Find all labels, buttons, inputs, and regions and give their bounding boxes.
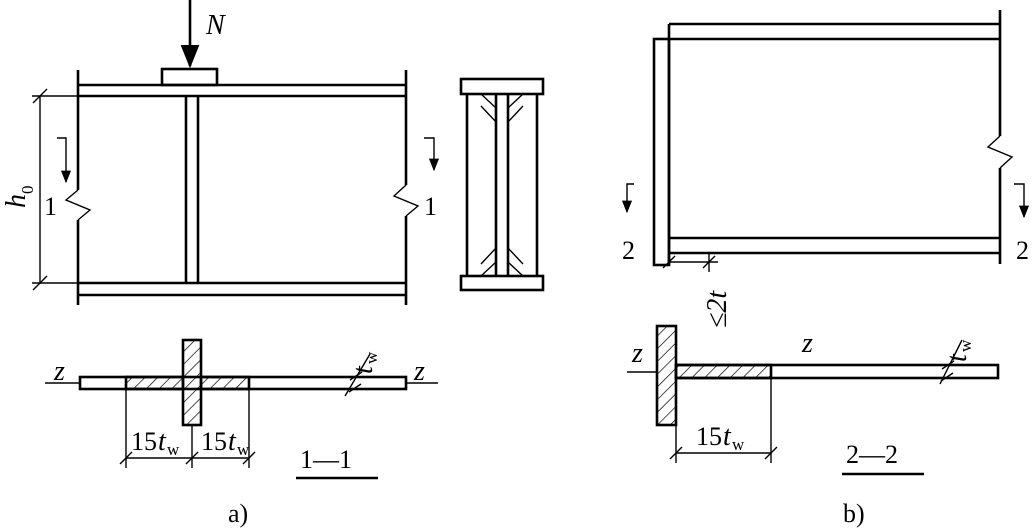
b-section-mark-left [621,183,634,214]
h0-label: h [1,194,32,208]
section-top-flange [459,77,545,96]
section-title-1-1: 1—1 [300,445,352,474]
load-label: N [205,10,226,41]
tw-tick-bottom [348,383,362,393]
b-dim-t: t [723,421,732,452]
dim-left-coef: 15 [131,427,157,456]
h0-tick-top [32,88,48,104]
b-dim-sub: w [732,435,745,454]
b-axis-z-mid-label: z [801,328,813,359]
figure-b-elevation: 2 2 ≤2t [621,10,1030,328]
dim-tick-right [242,451,256,465]
tw-tick-top [349,371,363,381]
b-section-mark-right-label: 2 [1016,236,1029,265]
h0-tick-bottom [32,275,48,291]
b-break-line-right [986,135,1014,169]
stiffener-section [181,338,203,427]
tw-label: t [348,365,379,374]
section-chamfer-tr [507,93,524,124]
dim-right-coef: 15 [201,427,227,456]
b-dim-coef: 15 [696,422,722,451]
dim-left-t: t [158,426,167,457]
section-mark-right [424,137,440,172]
section-mark-left-label: 1 [44,192,57,221]
b-section-mark-right [1014,183,1030,219]
b-limit-label: ≤2t [702,290,733,328]
b-axis-z-left-label: z [631,338,643,369]
figure-a-section-1-1: z z t w 15 t w 15 t w 1—1 [45,338,438,480]
section-chamfer-tl [480,93,497,124]
dim-tick-left [119,451,133,465]
b-tw-subscript: w [956,339,975,352]
b-limit-tick-b [662,255,676,269]
b-dim-tick-right [764,446,778,460]
h0-subscript: 0 [18,186,37,195]
caption-a: a) [228,499,248,528]
axis-z-left-label: z [53,356,65,387]
section-mark-right-label: 1 [424,192,437,221]
figure-a-elevation: N h 0 1 1 [1,0,440,305]
bearing-plate [160,67,219,87]
dim-right-sub: w [237,440,250,459]
b-tw-tick-bottom [940,372,954,382]
section-title-2-2: 2—2 [846,440,898,469]
effective-web-right [199,375,251,391]
b-section-mark-left-label: 2 [622,236,635,265]
dim-right-t: t [228,426,237,457]
b-limit-tick-a [702,255,716,269]
effective-web-left [124,375,185,391]
b-end-stiffener [652,37,671,267]
section-bottom-flange [459,274,545,292]
caption-b: b) [843,499,865,528]
section-chamfer-bl [480,246,497,277]
b-dim-tick-left [669,446,683,460]
section-mark-left [57,137,72,184]
dim-left-sub: w [167,440,180,459]
b-stiffener-section [655,324,678,427]
figure-b-section-2-2: z z t w 15 t w 2—2 [627,324,1000,476]
break-line-right [392,184,420,217]
tw-subscript: w [362,351,381,364]
figure-a-cross-section [459,77,545,292]
b-effective-web [674,363,773,380]
section-chamfer-br [507,246,524,277]
b-tw-leader [939,339,963,385]
break-line-left [64,189,92,221]
dim-tick-mid [185,451,199,465]
b-tw-tick-top [941,360,955,370]
b-tw-label: t [942,353,973,362]
axis-z-right-label: z [413,356,425,387]
